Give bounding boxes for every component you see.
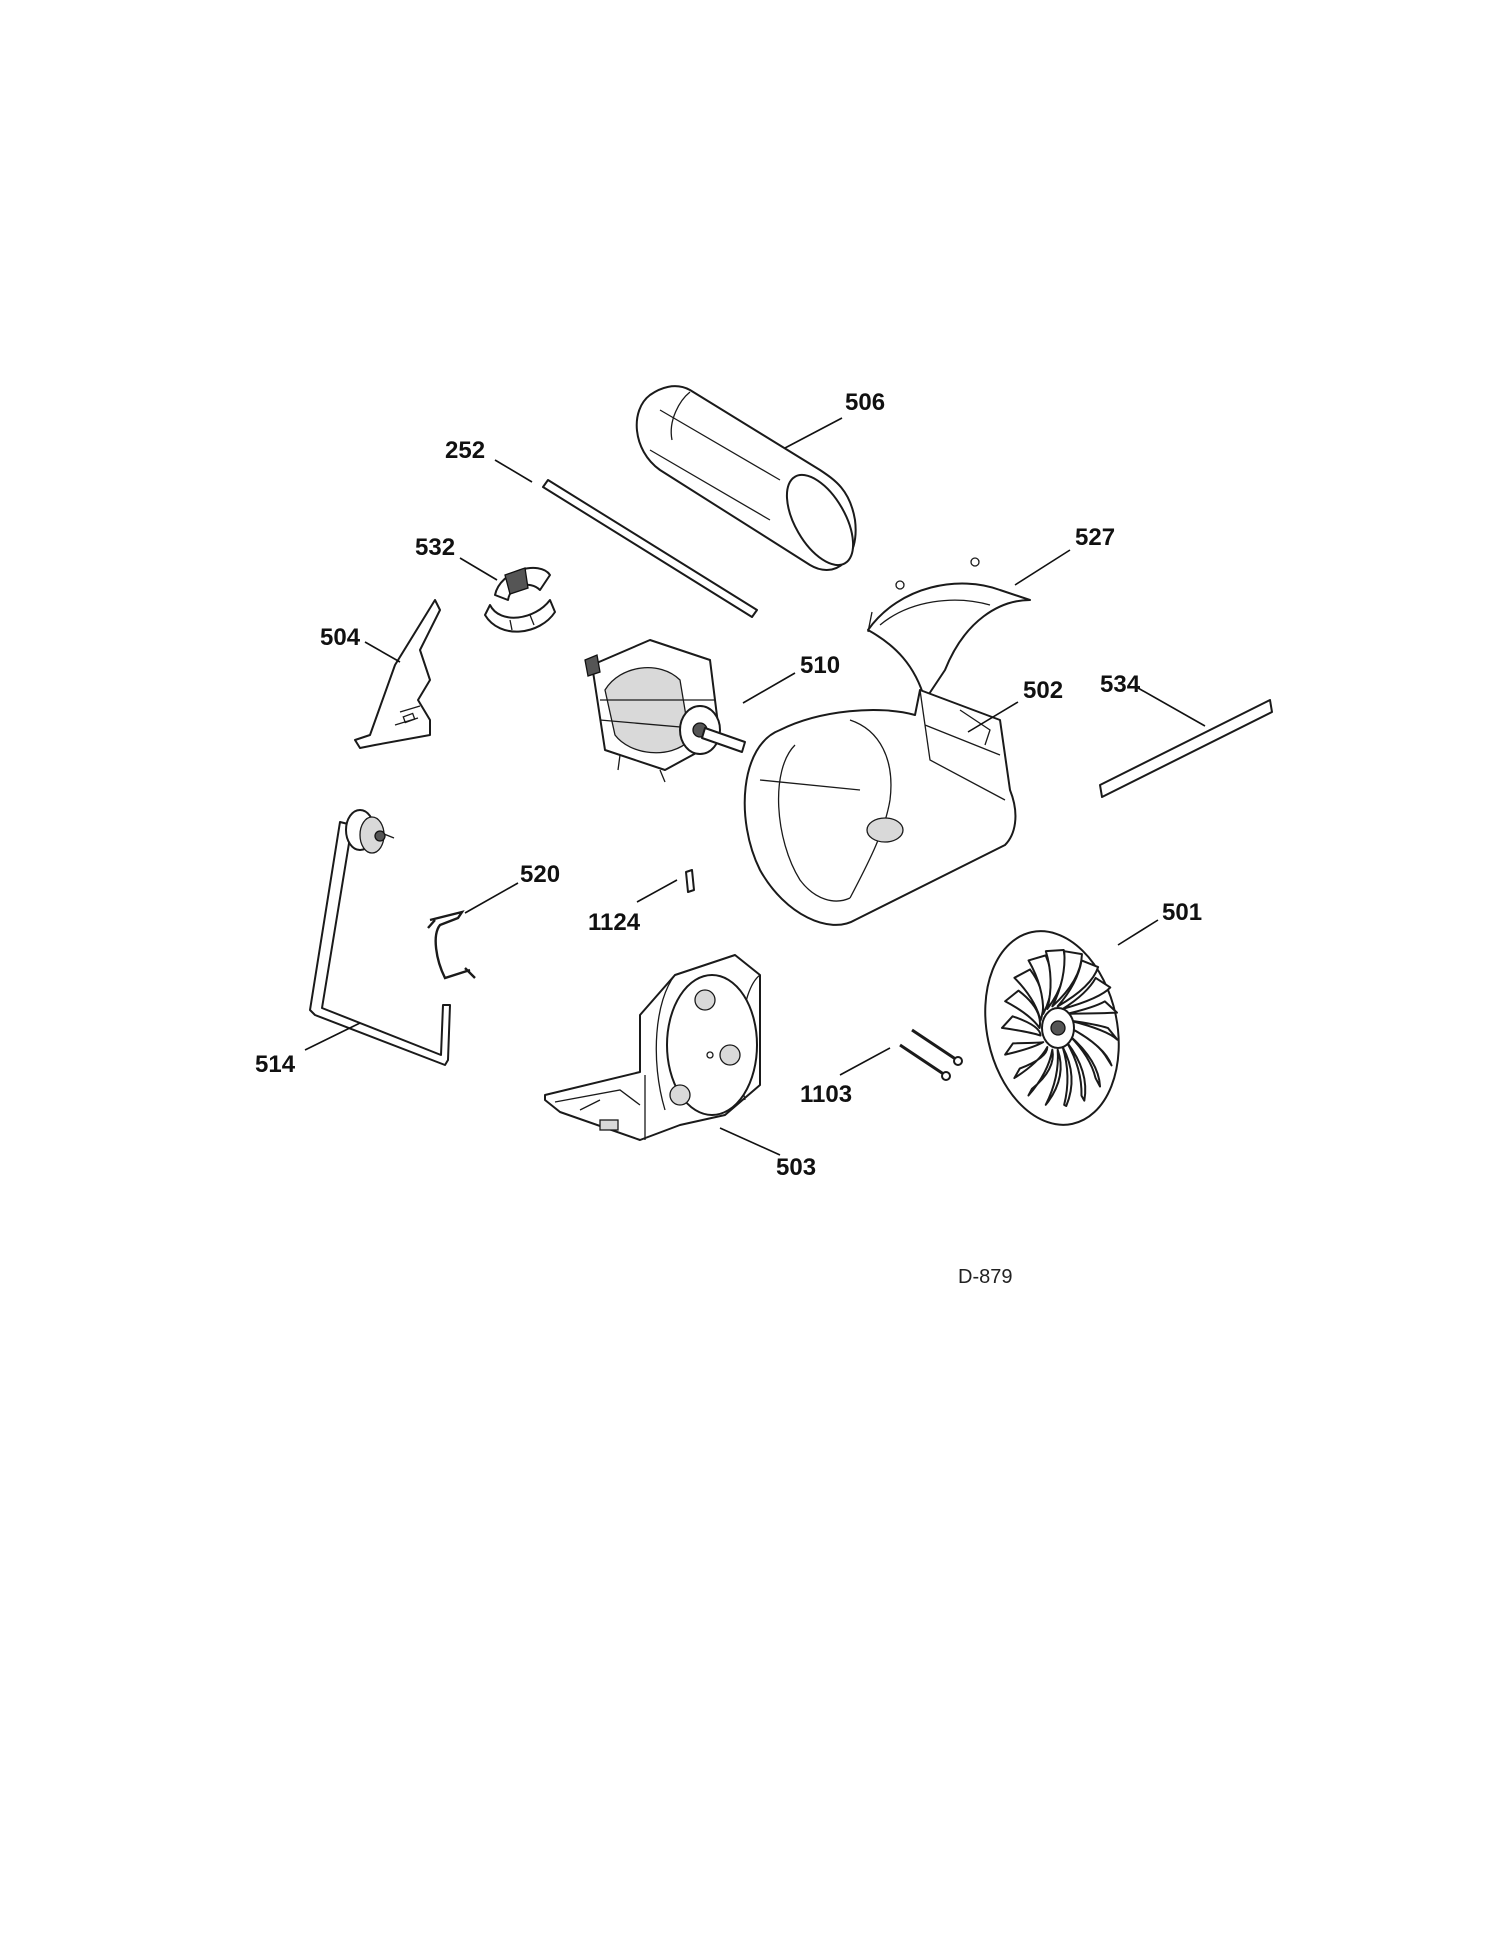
label-1124: 1124 (588, 909, 641, 936)
leader-534 (1137, 687, 1206, 727)
part-506-cylinder (635, 385, 857, 571)
leader-506 (784, 417, 843, 449)
fan-blade (1065, 1000, 1118, 1015)
fan-blade (1068, 1019, 1119, 1041)
leader-510 (742, 672, 796, 704)
part-504-bracket (354, 599, 441, 749)
fan-blade (1065, 1041, 1087, 1102)
leader-503 (719, 1127, 781, 1156)
part-1103-screws (899, 1028, 963, 1081)
label-534: 534 (1100, 671, 1141, 698)
part-520-spring-clip (427, 910, 476, 980)
label-252: 252 (445, 437, 485, 464)
label-510: 510 (800, 652, 840, 679)
fan-blade (1061, 976, 1112, 1010)
label-503: 503 (776, 1154, 816, 1181)
label-527: 527 (1075, 524, 1115, 551)
label-504: 504 (320, 624, 361, 651)
part-252-strip (542, 479, 758, 618)
label-1103: 1103 (800, 1081, 852, 1108)
fan-blade (1004, 1041, 1045, 1056)
leader-1103 (839, 1047, 891, 1076)
fan-blade (1000, 1015, 1042, 1037)
label-501: 501 (1162, 899, 1202, 926)
leader-502 (967, 701, 1019, 733)
part-514-idler-arm (309, 809, 451, 1066)
part-1124-pin (685, 869, 695, 893)
leader-514 (304, 1022, 361, 1051)
part-501-blower-wheel (984, 930, 1120, 1126)
label-514: 514 (255, 1051, 296, 1078)
part-532-clamp (484, 566, 556, 633)
drawing-code: D-879 (958, 1266, 1012, 1288)
leader-252 (494, 459, 533, 483)
leader-1124 (636, 879, 678, 903)
leader-504 (364, 641, 401, 663)
leader-527 (1014, 549, 1071, 586)
fan-blade (1044, 1048, 1062, 1106)
label-502: 502 (1023, 677, 1063, 704)
fan-blade (1061, 1046, 1073, 1107)
part-502-blower-housing (743, 689, 1017, 926)
leader-520 (464, 882, 519, 914)
leader-501 (1117, 919, 1159, 946)
part-labels: 506 252 532 527 504 510 502 534 520 1124… (255, 389, 1202, 1288)
fan-blade (1051, 950, 1083, 1008)
fan-blade (1027, 1048, 1054, 1097)
fan-blade (1056, 959, 1100, 1008)
fan-blade (1068, 1034, 1102, 1088)
leader-lines (304, 417, 1206, 1156)
label-532: 532 (415, 534, 455, 561)
fan-blade (1013, 1046, 1049, 1080)
leader-532 (459, 557, 498, 581)
part-534-strip (1099, 699, 1273, 798)
fan-blade (1069, 1027, 1113, 1067)
label-506: 506 (845, 389, 885, 416)
label-520: 520 (520, 861, 560, 888)
part-503-motor-mount (544, 954, 761, 1141)
part-510-motor (584, 639, 746, 783)
part-527-shield (867, 557, 1031, 701)
